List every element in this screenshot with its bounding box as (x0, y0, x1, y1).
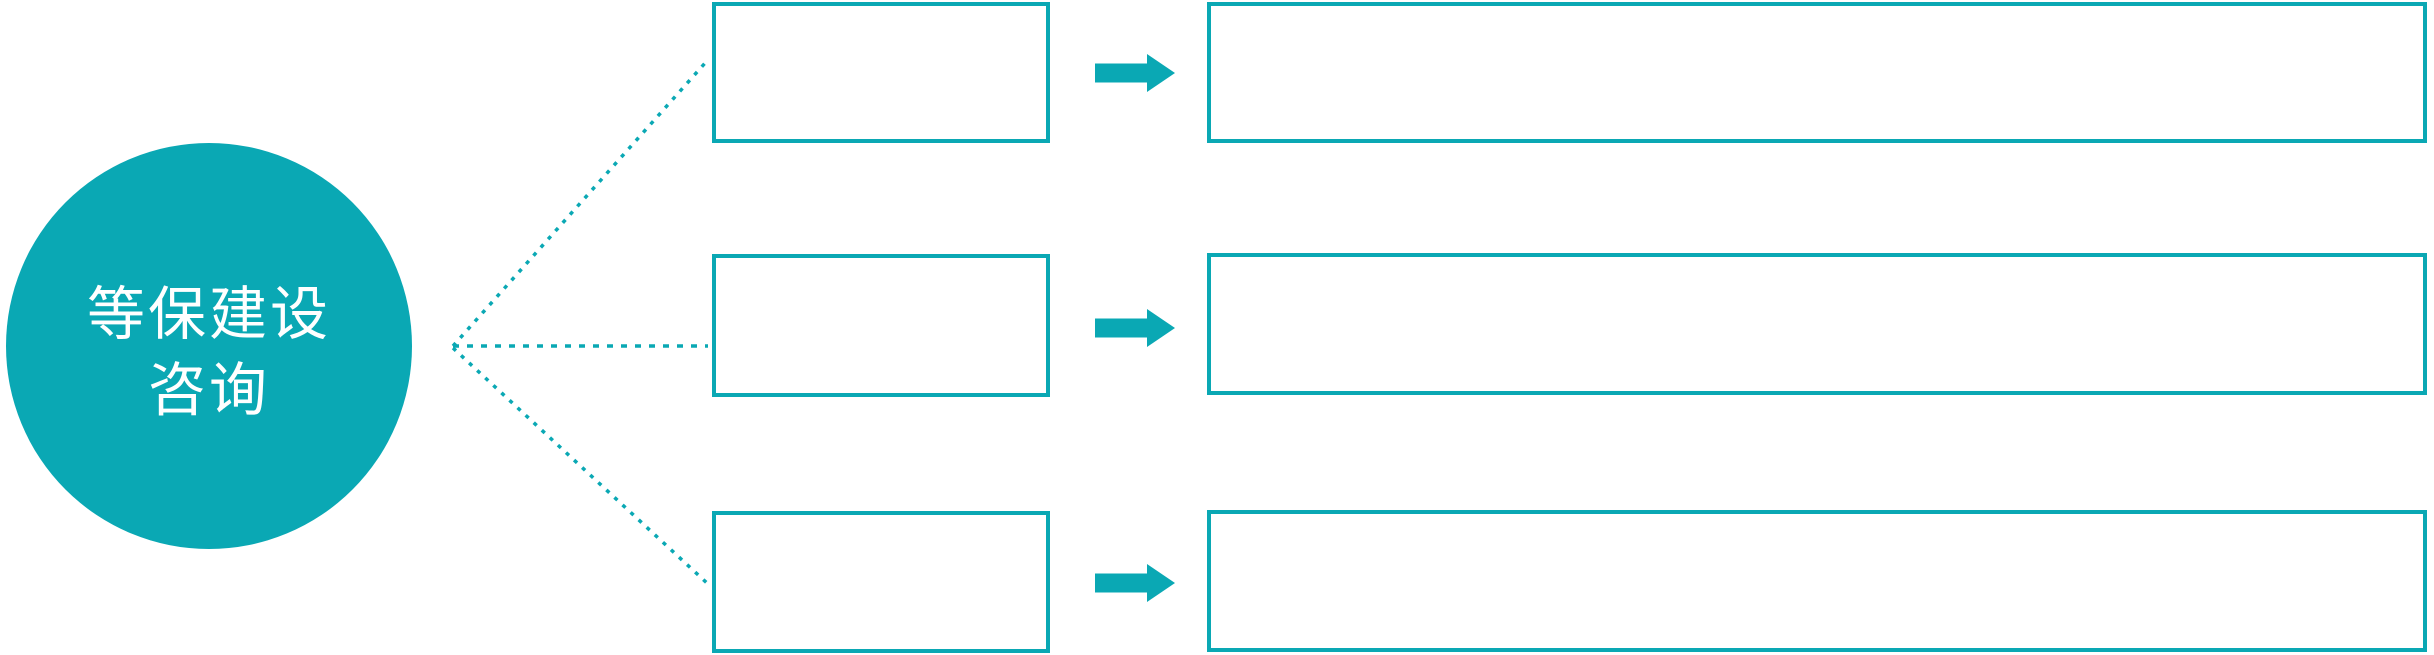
root-node-circle: 等保建设 咨询 (6, 143, 412, 549)
description-box-1 (1207, 2, 2427, 143)
right-arrow-icon (1095, 309, 1175, 347)
description-box-3 (1207, 510, 2427, 652)
connector-line-bottom (451, 346, 710, 586)
category-box-3 (712, 511, 1050, 653)
description-box-2 (1207, 253, 2427, 395)
right-arrow-icon (1095, 54, 1175, 92)
right-arrow-icon (1095, 564, 1175, 602)
category-box-1 (712, 2, 1050, 143)
category-box-2 (712, 254, 1050, 397)
connector-line-top (451, 60, 708, 348)
root-node-label-line1: 等保建设 (86, 282, 331, 347)
root-node-label-line2: 咨询 (147, 358, 270, 423)
